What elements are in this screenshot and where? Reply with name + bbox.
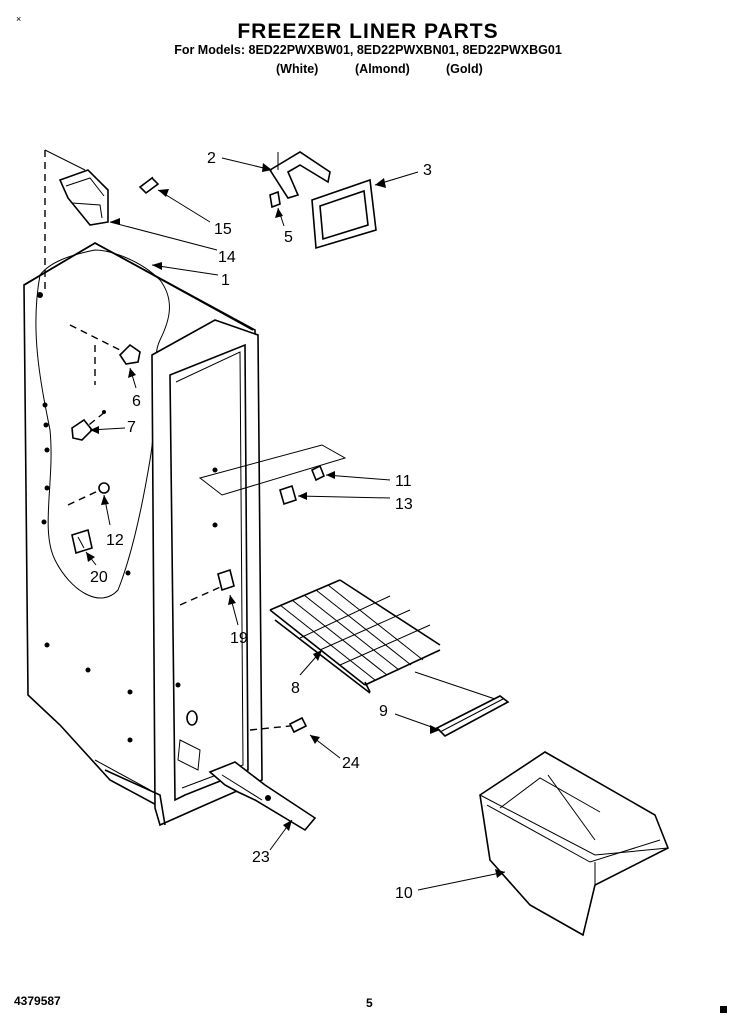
callout-13: 13: [395, 496, 413, 513]
part-9-shelf-trim: [435, 695, 510, 737]
part-2-hinge-bracket: [268, 151, 331, 199]
callout-12: 12: [106, 532, 124, 549]
callout-6: 6: [132, 393, 141, 410]
part-10-bin: [479, 751, 670, 937]
callout-14: 14: [218, 249, 236, 266]
part-11-peg: [310, 464, 326, 482]
callout-labels: 2 3 5 15 14 1 6 7 12 20 19 11 13 8 9 24 …: [90, 150, 432, 902]
part-number: 4379587: [14, 994, 61, 1008]
part-14-bracket: [58, 169, 109, 226]
callout-9: 9: [379, 703, 388, 720]
color-gold: (Gold): [446, 62, 483, 76]
part-5-screw: [269, 190, 281, 209]
corner-mark: ×: [16, 14, 22, 24]
registration-mark: [720, 1006, 727, 1013]
liner-mounting-holes: [37, 292, 218, 743]
part-6-clip: [118, 343, 141, 365]
callout-8: 8: [291, 680, 300, 697]
color-almond: (Almond): [355, 62, 410, 76]
callout-15: 15: [214, 221, 232, 238]
color-white: (White): [276, 62, 319, 76]
callout-24: 24: [342, 755, 360, 772]
callout-10: 10: [395, 885, 413, 902]
callout-1: 1: [221, 272, 230, 289]
leader-arrowheads: [86, 163, 505, 878]
callout-11: 11: [395, 473, 412, 490]
part-8-wire-shelf: [269, 579, 441, 694]
freezer-liner: [23, 242, 263, 827]
part-12-screw: [98, 482, 110, 494]
part-13-support: [279, 484, 297, 506]
callout-3: 3: [423, 162, 432, 179]
callout-19: 19: [230, 630, 248, 647]
part-20-bracket: [71, 528, 93, 555]
part-19-clip: [217, 568, 235, 592]
part-15-screw: [138, 176, 160, 195]
callout-7: 7: [127, 419, 136, 436]
part-3-frame: [311, 178, 377, 250]
part-23-rail: [208, 761, 317, 832]
part-7-clip: [71, 410, 106, 441]
callout-2: 2: [207, 150, 216, 167]
models-line: For Models: 8ED22PWXBW01, 8ED22PWXBN01, …: [174, 43, 562, 57]
callout-23: 23: [252, 849, 270, 866]
callout-20: 20: [90, 569, 108, 586]
page-title: FREEZER LINER PARTS: [237, 20, 499, 43]
part-24-screw: [288, 716, 308, 734]
page-number: 5: [366, 996, 373, 1010]
callout-5: 5: [284, 229, 293, 246]
